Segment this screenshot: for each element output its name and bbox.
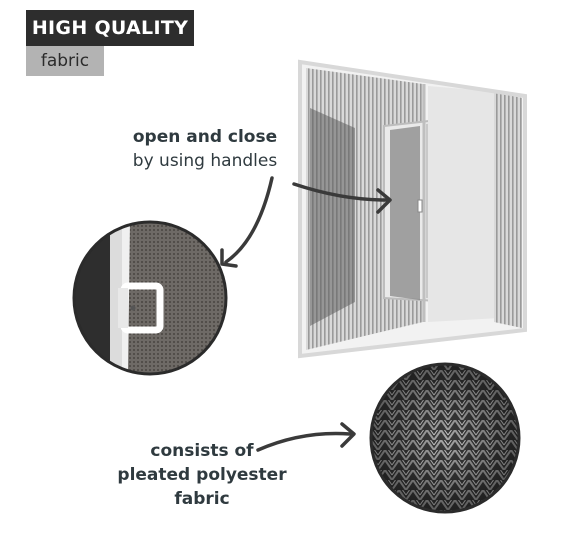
arrow-to-zoom-icon (220, 176, 274, 268)
callout-open-close-line2: by using handles (132, 151, 278, 171)
badge-subtitle: fabric (26, 46, 104, 76)
window-illustration (298, 59, 527, 359)
arrow-to-fabric-icon (256, 422, 356, 452)
callout-fabric-line2: pleated polyester (117, 465, 287, 485)
callout-fabric-line1: consists of (150, 441, 254, 461)
callout-open-close: open and close by using handles (112, 125, 298, 173)
badge-title: HIGH QUALITY (26, 10, 194, 46)
fabric-zoom-circle (371, 364, 519, 512)
arrow-to-handle-icon (292, 182, 392, 214)
callout-fabric-line3: fabric (174, 489, 230, 509)
callout-open-close-line1: open and close (132, 127, 278, 147)
handle-zoom-circle (74, 222, 226, 374)
callout-fabric: consists of pleated polyester fabric (102, 439, 302, 511)
